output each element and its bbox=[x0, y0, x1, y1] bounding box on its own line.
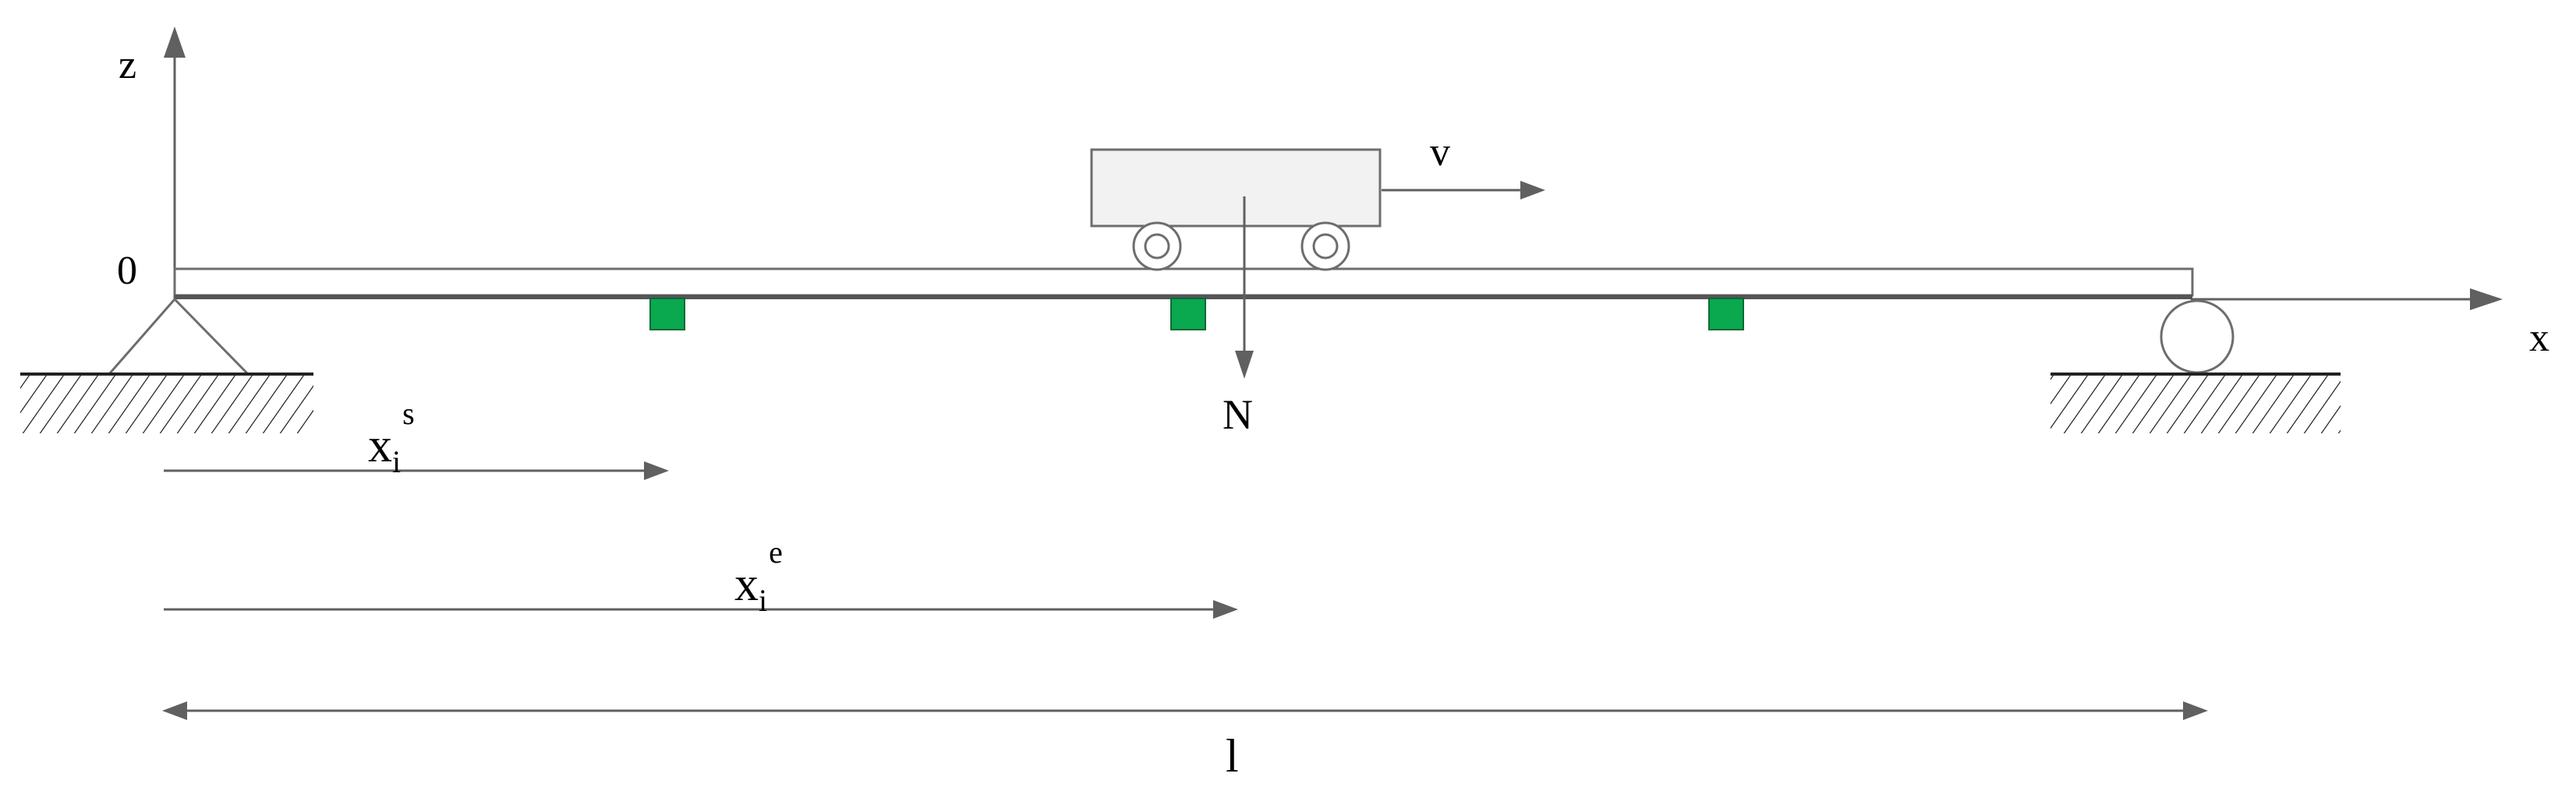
span-length-arrowhead-right bbox=[2183, 701, 2208, 720]
excitation-position-arrowhead bbox=[1213, 600, 1238, 619]
velocity-arrow bbox=[1382, 181, 1545, 200]
velocity-label: v bbox=[1430, 130, 1450, 175]
force-arrowhead bbox=[1235, 351, 1254, 379]
sensor-position-label: xis bbox=[368, 396, 415, 479]
force-label: N bbox=[1223, 391, 1253, 438]
hatched-ground-icon bbox=[20, 374, 313, 433]
hatched-ground-icon bbox=[2051, 374, 2341, 433]
cart-body bbox=[1090, 148, 1382, 228]
sensor-position-sup: s bbox=[402, 396, 415, 431]
origin-label: 0 bbox=[117, 249, 137, 293]
sensor-2 bbox=[1170, 298, 1206, 330]
pinned-support bbox=[20, 297, 313, 433]
vehicle bbox=[1090, 148, 1382, 271]
z-axis-label: z bbox=[119, 43, 136, 87]
sensor-position-arrowhead bbox=[644, 461, 669, 480]
z-axis bbox=[164, 26, 186, 304]
sensor-3 bbox=[1708, 298, 1744, 330]
force-arrow bbox=[1235, 196, 1254, 379]
wheel-icon bbox=[1300, 221, 1350, 271]
span-length-arrowhead-left bbox=[162, 701, 187, 720]
excitation-position-base: x bbox=[734, 558, 759, 611]
sensor-position-dimension bbox=[164, 461, 669, 480]
sensor-position-sub: i bbox=[392, 444, 401, 479]
sensor-position-base: x bbox=[368, 419, 392, 472]
excitation-position-sup: e bbox=[769, 535, 783, 570]
roller-support bbox=[2051, 299, 2341, 433]
excitation-position-dimension bbox=[164, 600, 1238, 619]
span-length-label: l bbox=[1226, 730, 1239, 782]
z-axis-arrowhead bbox=[164, 26, 186, 58]
x-axis bbox=[2191, 288, 2503, 310]
velocity-arrowhead bbox=[1520, 181, 1545, 200]
triangle-pin-support-icon bbox=[106, 297, 251, 376]
beam bbox=[173, 267, 2194, 297]
x-axis-arrowhead bbox=[2470, 288, 2503, 310]
roller-support-icon bbox=[2160, 299, 2235, 374]
excitation-position-sub: i bbox=[759, 583, 767, 618]
excitation-position-label: xie bbox=[734, 535, 783, 618]
span-length-dimension bbox=[162, 701, 2208, 720]
wheel-icon bbox=[1132, 221, 1182, 271]
x-axis-label: x bbox=[2529, 316, 2549, 360]
sensor-1 bbox=[649, 298, 685, 330]
